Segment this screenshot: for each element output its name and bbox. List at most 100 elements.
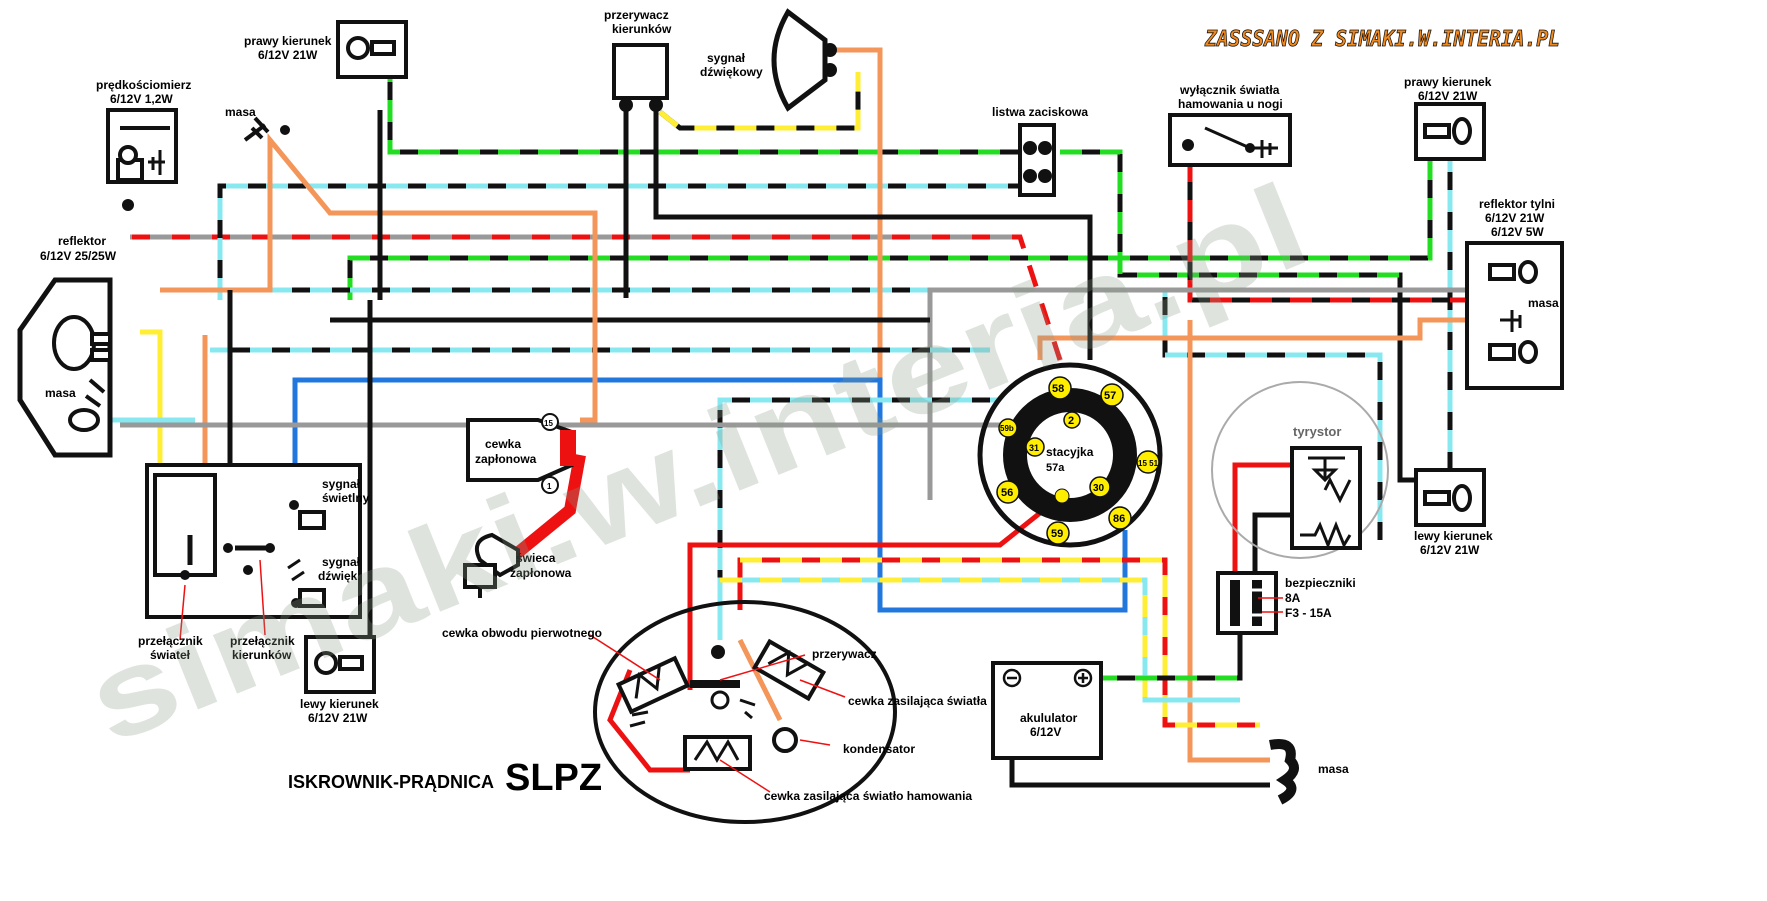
sygnal-swietlny-label-1: sygnał [322,477,361,491]
prawy-kierunek-front: prawy kierunek 6/12V 21W [244,20,408,79]
pin-label-31: 31 [1029,443,1039,453]
swieca-label-1: świeca [516,551,556,565]
pin-label-15-51: 15 51 [1138,459,1159,468]
title-big: SLPZ [505,757,602,799]
przerywacz-label: przerywacz [812,647,877,661]
stacyjka-pin-2: 2 [1063,411,1081,429]
przelacznik-cluster[interactable] [145,463,362,619]
przelacznik-swiatel-label-2: świateł [150,648,191,662]
masa-battery: masa [1269,739,1349,805]
wylacznik-hamowania[interactable]: wyłącznik światła hamowania u nogi [1168,83,1292,167]
pin-label-2: 2 [1068,415,1074,427]
wires [107,47,1480,788]
predkosciomierz-label-1: prędkościomierz [96,78,191,92]
pin-label-56: 56 [1001,487,1013,499]
bezpieczniki: bezpieczniki 8A F3 - 15A [1216,571,1356,635]
sygnal-swietlny-label-2: świetlny [322,491,370,505]
pin-label-59: 59 [1051,528,1063,540]
masa-battery-label: masa [1318,762,1349,776]
stacyjka-label: stacyjka [1046,445,1094,459]
wire-cyan-yellow [717,577,1240,703]
reflektor-tylni-label-2: 6/12V 21W [1485,211,1545,225]
swieca-label-2: zapłonowa [510,566,572,580]
reflektor-label-2: 6/12V 25/25W [40,249,117,263]
pin-label-30: 30 [1093,483,1105,494]
wire-cyan-left [107,362,195,423]
przelacznik-kierunkow-label-1: przełącznik [230,634,295,648]
lewy-kierunek-rear: lewy kierunek 6/12V 21W [1414,468,1493,557]
lewy-kierunek-front: lewy kierunek 6/12V 21W [300,635,379,725]
wylacznik-label-2: hamowania u nogi [1178,97,1283,111]
stacyjka-pin-31: 31 [1025,437,1045,457]
bezpieczniki-label-1: bezpieczniki [1285,576,1356,590]
wire-green-black-3d [1060,149,1400,278]
wire-red-gray [130,234,1063,361]
wire-yellow-black-d [658,72,861,131]
stacyjka-pin-30: 30 [1089,476,1111,498]
tyrystor-outline [1211,381,1389,559]
kondensator-label: kondensator [843,742,915,756]
bezpieczniki-label-3: F3 - 15A [1285,606,1332,620]
wire-red-black-d [1187,160,1470,303]
stacyjka[interactable]: stacyjka 58 57 2 59b 31 57a 15 51 30 56 … [977,362,1163,548]
przelacznik-arrows [179,559,266,641]
wylacznik-label-1: wyłącznik światła [1179,83,1280,97]
wire-isk-red [607,669,690,773]
pin-label-58: 58 [1052,383,1064,395]
iskrownik-pradnica [589,600,897,824]
stacyjka-pin-57a: 57a [1046,462,1065,474]
predkosciomierz: prędkościomierz 6/12V 1,2W [96,78,191,211]
tyrystor: tyrystor [1211,381,1389,559]
wire-tyr-red [1232,462,1300,575]
iskrownik-arrows [589,634,846,793]
wire-cyan-black-1d [217,183,1020,300]
swieca-zaplonowa: świeca zapłonowa [463,532,572,598]
sygnal-dzwiekowy-label-1: sygnał [707,51,746,65]
wire-gray-rear [927,287,1470,500]
sygnal-dzwiek-label-1: sygnał [322,555,361,569]
przelacznik-swiatel-label-1: przełącznik [138,634,203,648]
wire-yellow-red-d [740,557,1260,728]
stacyjka-pin-57: 57 [1100,383,1124,407]
prawy-kierunek-rear-label-1: prawy kierunek [1404,75,1492,89]
sygnal-dzwiek-label-2: dźwięk. [318,569,361,583]
stacyjka-pin-86: 86 [1108,506,1132,530]
lewy-kierunek-front-label-2: 6/12V 21W [308,711,368,725]
wire-orange-rear2 [1187,320,1270,763]
wire-black-bottom-d [717,397,1000,610]
akumulator: akululator 6/12V [991,661,1103,760]
reflektor-tylni-label-3: 6/12V 5W [1491,225,1544,239]
reflektor-label-1: reflektor [58,234,106,248]
stacyjka-center-dot [1054,488,1070,504]
przerywacz-kierunkow-label-2: kierunków [612,22,672,36]
wire-orange-left [160,133,598,423]
stacyjka-pin-56: 56 [996,480,1020,504]
wire-tyr-green [1252,512,1300,575]
prawy-kierunek-front-label-1: prawy kierunek [244,34,332,48]
listwa-label: listwa zaciskowa [992,105,1088,119]
stacyjka-pin-58: 58 [1048,376,1072,400]
predkosciomierz-label-2: 6/12V 1,2W [110,92,173,106]
cewka-zaplonowa-label-2: zapłonowa [475,452,537,466]
prawy-kierunek-rear-label-2: 6/12V 21W [1418,89,1478,103]
stacyjka-pin-15-51: 15 51 [1136,450,1160,474]
title-small: ISKROWNIK-PRĄDNICA [288,772,494,792]
stacyjka-body [1003,388,1137,522]
masa-rear-label: masa [1528,296,1559,310]
lewy-kierunek-front-label-1: lewy kierunek [300,697,379,711]
pin-label-57: 57 [1104,390,1116,402]
wire-cyan-black-1 [217,183,1020,300]
wire-green-black-1d [387,60,1020,155]
sygnal-dzwiekowy: sygnał dźwiękowy [700,8,837,112]
wire-isk-orange [737,638,783,722]
site-banner: ZASSSANO Z SIMAKI.W.INTERIA.PL [1204,27,1560,52]
wire-orange-rear [1037,317,1480,360]
przelacznik-kierunkow-label-2: kierunków [232,648,292,662]
wire-cyan-black-2d [230,287,1383,540]
coil-pin-1: 1 [547,482,552,491]
masa-top: masa [225,105,290,142]
pin-label-59b: 59b [1000,424,1014,433]
tyrystor-label: tyrystor [1293,424,1341,439]
cewka-swiatla-label: cewka zasilająca światła [848,694,987,708]
